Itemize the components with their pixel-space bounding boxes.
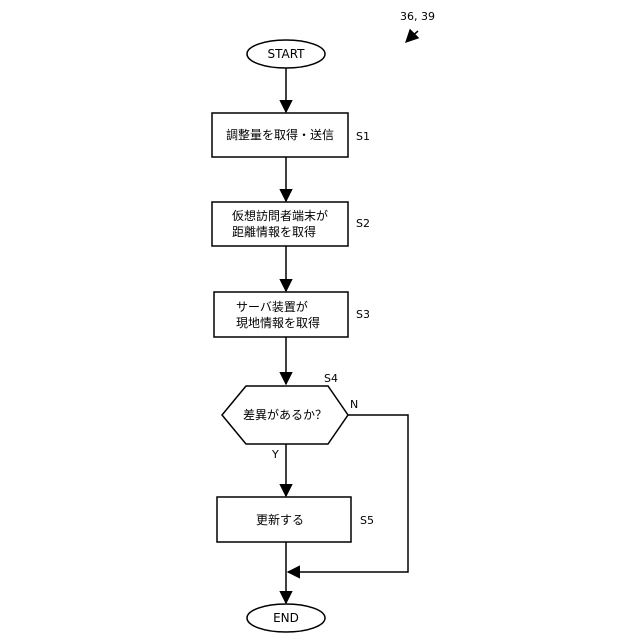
s3-step-label: S3 xyxy=(356,308,370,321)
process-s3 xyxy=(214,292,348,337)
figure-reference-arrow xyxy=(406,31,418,42)
s2-line-2: 距離情報を取得 xyxy=(232,224,316,239)
s4-step-label: S4 xyxy=(324,372,338,385)
s2-line-1: 仮想訪問者端末が xyxy=(232,208,328,223)
s4-no-label: N xyxy=(350,398,358,411)
figure-reference: 36, 39 xyxy=(400,10,435,23)
s4-line-1: 差異があるか？ xyxy=(243,407,327,422)
s3-line-2: 現地情報を取得 xyxy=(236,315,320,330)
s5-step-label: S5 xyxy=(360,514,374,527)
s1-line-1: 調整量を取得・送信 xyxy=(226,127,334,142)
s4-yes-label: Y xyxy=(271,448,279,461)
s1-step-label: S1 xyxy=(356,130,370,143)
s5-line-1: 更新する xyxy=(256,512,304,527)
s3-line-1: サーバ装置が xyxy=(236,299,308,314)
start-label: START xyxy=(267,47,305,61)
end-label: END xyxy=(273,611,299,625)
s2-step-label: S2 xyxy=(356,217,370,230)
